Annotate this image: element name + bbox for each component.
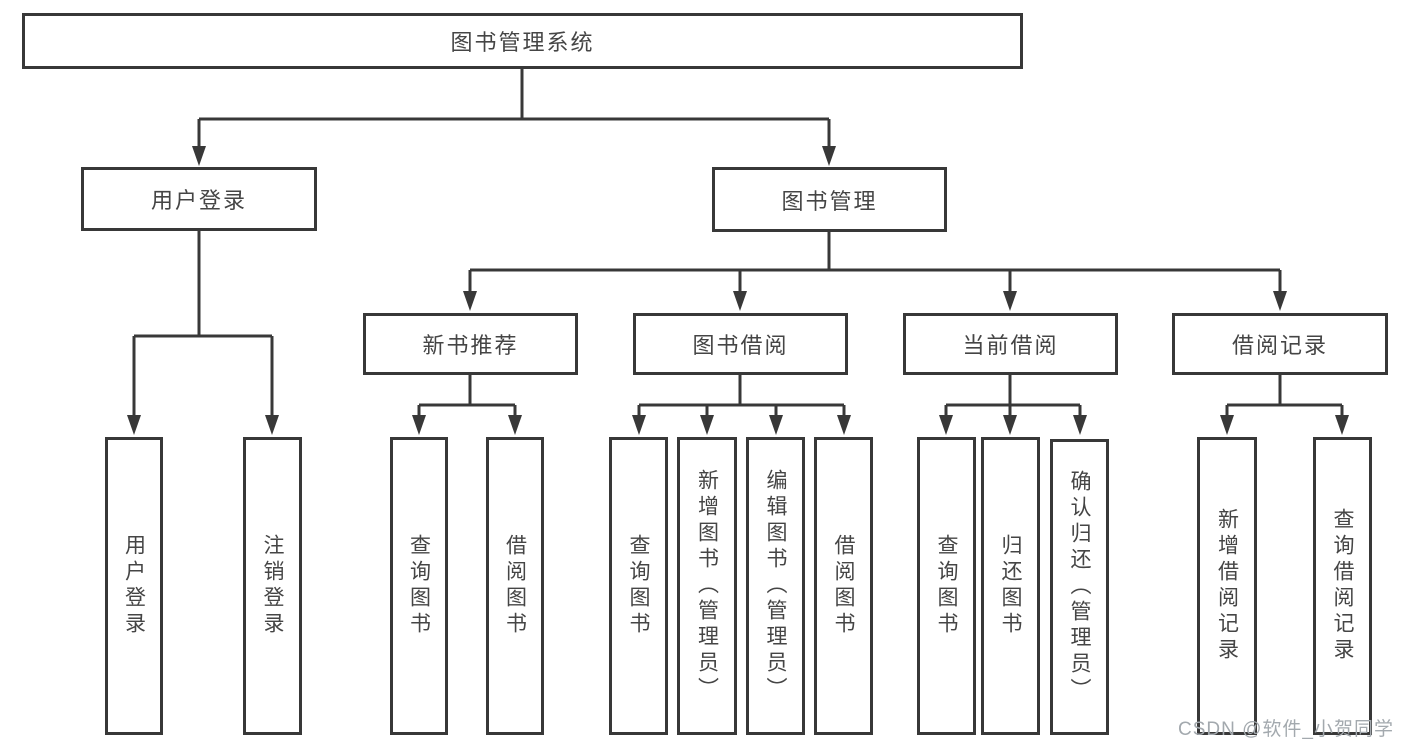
leaf-bb-query-books: 查询图书 [609, 437, 668, 735]
leaf-cb-return-books: 归还图书 [981, 437, 1040, 735]
node-current-borrowing: 当前借阅 [903, 313, 1118, 375]
leaf-nbr-query-books: 查询图书 [390, 437, 448, 735]
csdn-watermark: CSDN @软件_小贺同学 [1178, 719, 1394, 740]
leaf-cb-query-books: 查询图书 [917, 437, 976, 735]
leaf-logout: 注销登录 [243, 437, 302, 735]
leaf-bb-borrow-books: 借阅图书 [814, 437, 873, 735]
leaf-br-add-record: 新增借阅记录 [1197, 437, 1257, 735]
node-book-management: 图书管理 [712, 167, 947, 232]
node-user-login: 用户登录 [81, 167, 317, 231]
node-root: 图书管理系统 [22, 13, 1023, 69]
leaf-bb-add-books: 新增图书（管理员） [677, 437, 737, 735]
leaf-br-query-record: 查询借阅记录 [1313, 437, 1372, 735]
leaf-bb-edit-books: 编辑图书（管理员） [746, 437, 805, 735]
leaf-nbr-borrow-books: 借阅图书 [486, 437, 544, 735]
node-book-borrowing: 图书借阅 [633, 313, 848, 375]
node-new-book-recommendation: 新书推荐 [363, 313, 578, 375]
leaf-user-login: 用户登录 [105, 437, 163, 735]
node-borrowing-records: 借阅记录 [1172, 313, 1388, 375]
leaf-cb-confirm-return: 确认归还（管理员） [1050, 439, 1109, 735]
